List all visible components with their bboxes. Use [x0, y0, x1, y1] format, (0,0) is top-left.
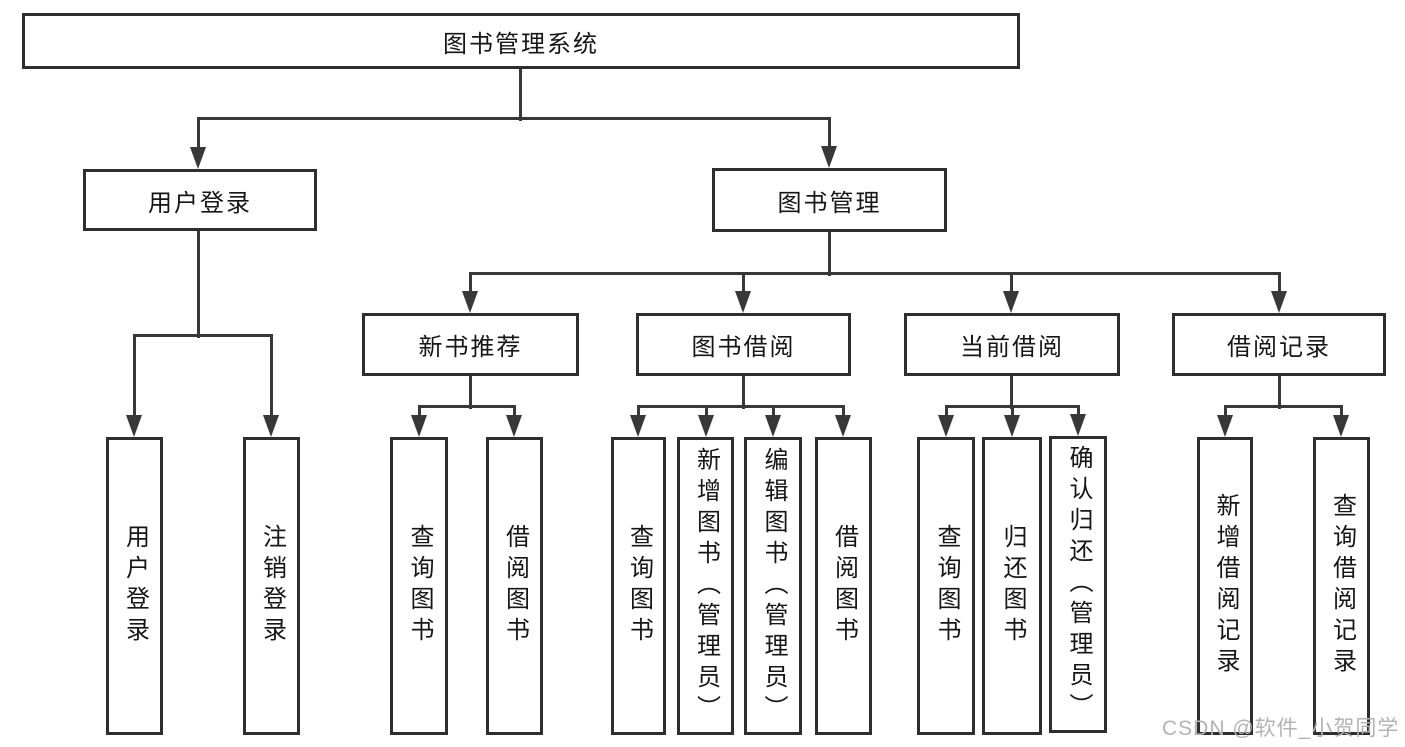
- connector-drop-borrowing-records-0: [1223, 406, 1227, 419]
- connector-stem-book-management: [827, 232, 831, 276]
- node-label-leaf-current-query: 查询图书: [933, 524, 960, 648]
- node-book-borrowing: 图书借阅: [636, 313, 851, 376]
- arrow-down-icon-book-borrowing-3: [835, 415, 851, 437]
- node-label-current-borrowing: 当前借阅: [960, 334, 1064, 361]
- connector-drop-root-0: [196, 118, 200, 151]
- arrow-down-icon-new-book-recommend-1: [506, 415, 522, 437]
- arrow-down-icon-current-borrowing-1: [1004, 415, 1020, 437]
- arrow-down-icon-book-borrowing-1: [698, 415, 714, 437]
- connector-drop-current-borrowing-1: [1010, 406, 1014, 419]
- node-leaf-borrowing-query: 查询图书: [611, 437, 666, 735]
- connector-stem-user-login: [196, 231, 200, 338]
- connector-bar-borrowing-records: [1223, 404, 1343, 408]
- connector-bar-book-management: [468, 271, 1281, 275]
- node-leaf-borrowing-edit: 编辑图书（管理员）: [744, 437, 802, 735]
- arrow-down-icon-borrowing-records-1: [1333, 415, 1349, 437]
- connector-drop-book-borrowing-1: [704, 406, 708, 419]
- node-leaf-current-return: 归还图书: [982, 437, 1042, 735]
- node-leaf-current-query: 查询图书: [917, 437, 975, 735]
- arrow-down-icon-borrowing-records-0: [1217, 415, 1233, 437]
- connector-drop-book-management-0: [468, 273, 472, 295]
- connector-stem-book-borrowing: [741, 376, 745, 409]
- connector-drop-current-borrowing-2: [1076, 406, 1080, 418]
- arrow-down-icon-current-borrowing-2: [1070, 414, 1086, 436]
- node-label-user-login: 用户登录: [148, 189, 252, 217]
- node-label-leaf-current-return: 归还图书: [999, 524, 1026, 648]
- connector-drop-new-book-recommend-0: [417, 406, 421, 419]
- connector-bar-user-login: [132, 333, 273, 337]
- connector-drop-book-management-2: [1009, 273, 1013, 295]
- node-leaf-borrowing-add: 新增图书（管理员）: [677, 437, 734, 735]
- node-label-book-borrowing: 图书借阅: [691, 334, 796, 361]
- connector-drop-borrowing-records-1: [1339, 406, 1343, 419]
- arrow-down-icon-user-login-1: [263, 415, 279, 437]
- node-root: 图书管理系统: [22, 13, 1020, 69]
- connector-bar-book-borrowing: [636, 404, 845, 408]
- node-label-borrowing-records: 借阅记录: [1227, 334, 1331, 361]
- arrow-down-icon-book-management-1: [735, 291, 751, 313]
- connector-drop-book-management-3: [1277, 273, 1281, 295]
- arrow-down-icon-book-borrowing-0: [630, 415, 646, 437]
- connector-stem-borrowing-records: [1277, 376, 1281, 409]
- node-leaf-records-add: 新增借阅记录: [1197, 437, 1253, 735]
- node-book-management: 图书管理: [712, 168, 947, 232]
- node-new-book-recommend: 新书推荐: [362, 313, 579, 376]
- node-leaf-logout: 注销登录: [243, 437, 300, 735]
- arrow-down-icon-book-management-0: [462, 291, 478, 313]
- node-label-leaf-user-login: 用户登录: [121, 524, 149, 648]
- node-label-leaf-records-add: 新增借阅记录: [1212, 493, 1239, 679]
- connector-drop-current-borrowing-0: [944, 406, 948, 419]
- connector-stem-current-borrowing: [1009, 376, 1013, 409]
- node-label-book-management: 图书管理: [777, 189, 882, 217]
- connector-drop-new-book-recommend-1: [512, 406, 516, 419]
- node-current-borrowing: 当前借阅: [904, 313, 1120, 376]
- connector-stem-new-book-recommend: [468, 376, 472, 409]
- arrow-down-icon-book-borrowing-2: [765, 415, 781, 437]
- node-label-leaf-recommend-query: 查询图书: [406, 524, 433, 648]
- node-leaf-recommend-borrow: 借阅图书: [486, 437, 543, 735]
- arrow-down-icon-user-login-0: [126, 415, 142, 437]
- arrow-down-icon-root-1: [821, 146, 837, 168]
- connector-drop-root-1: [827, 118, 831, 150]
- connector-drop-user-login-1: [269, 335, 273, 419]
- node-user-login: 用户登录: [83, 169, 317, 231]
- node-label-leaf-recommend-borrow: 借阅图书: [501, 524, 529, 648]
- node-leaf-user-login: 用户登录: [106, 437, 163, 735]
- node-leaf-records-query: 查询借阅记录: [1313, 437, 1370, 735]
- node-label-leaf-logout: 注销登录: [258, 524, 286, 648]
- node-label-new-book-recommend: 新书推荐: [418, 334, 523, 361]
- connector-bar-root: [196, 116, 831, 120]
- node-label-leaf-borrowing-borrow: 借阅图书: [830, 524, 858, 648]
- csdn-watermark: CSDN @软件_小贺同学: [1162, 717, 1400, 740]
- connector-drop-book-borrowing-2: [771, 406, 775, 419]
- connector-stem-root: [518, 69, 522, 121]
- node-label-leaf-borrowing-add: 新增图书（管理员）: [692, 446, 720, 726]
- node-label-leaf-borrowing-edit: 编辑图书（管理员）: [760, 446, 787, 726]
- arrow-down-icon-current-borrowing-0: [938, 415, 954, 437]
- node-label-leaf-borrowing-query: 查询图书: [625, 524, 653, 648]
- node-label-root: 图书管理系统: [443, 30, 599, 58]
- arrow-down-icon-book-management-2: [1003, 291, 1019, 313]
- node-label-leaf-current-confirm: 确认归还（管理员）: [1065, 445, 1092, 724]
- arrow-down-icon-root-0: [190, 147, 206, 169]
- arrow-down-icon-new-book-recommend-0: [411, 415, 427, 437]
- node-leaf-recommend-query: 查询图书: [390, 437, 448, 735]
- node-leaf-borrowing-borrow: 借阅图书: [815, 437, 872, 735]
- node-borrowing-records: 借阅记录: [1172, 313, 1386, 376]
- connector-drop-book-borrowing-0: [636, 406, 640, 419]
- arrow-down-icon-book-management-3: [1271, 291, 1287, 313]
- connector-bar-new-book-recommend: [417, 404, 516, 408]
- node-label-leaf-records-query: 查询借阅记录: [1328, 493, 1356, 679]
- connector-drop-user-login-0: [132, 335, 136, 419]
- connector-drop-book-borrowing-3: [841, 406, 845, 419]
- node-leaf-current-confirm: 确认归还（管理员）: [1049, 436, 1107, 733]
- connector-drop-book-management-1: [741, 273, 745, 295]
